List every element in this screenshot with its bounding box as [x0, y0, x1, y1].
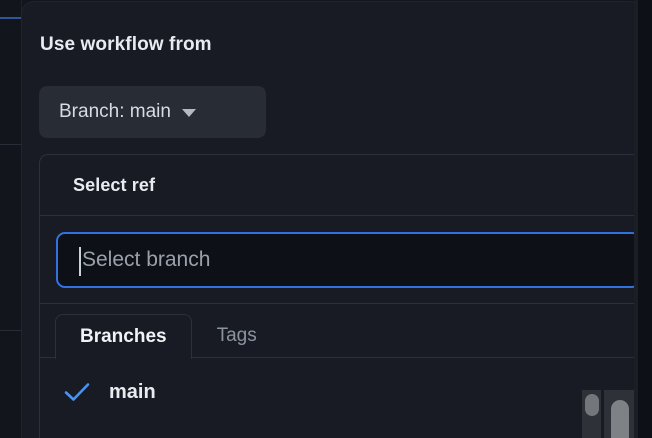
search-input[interactable]: Select branch — [56, 231, 641, 288]
branch-selector-button[interactable]: Branch: main — [39, 86, 266, 138]
list-item-label: main — [109, 380, 156, 403]
page-title: Use workflow from — [40, 34, 212, 55]
tab-tags-label: Tags — [216, 325, 257, 346]
use-workflow-dialog: Use workflow from Branch: main Select re… — [22, 2, 642, 438]
background-rule-1 — [0, 144, 22, 145]
text-caret — [79, 246, 81, 276]
select-ref-title: Select ref — [73, 174, 156, 195]
background-rule-accent — [0, 17, 22, 19]
list-item[interactable]: main — [40, 372, 642, 412]
inner-list-scrollbar-thumb[interactable] — [585, 394, 599, 416]
chevron-down-icon — [181, 109, 196, 117]
viewport-edge — [638, 0, 652, 438]
select-ref-panel: Select ref Select branch Branches Tags — [39, 154, 642, 438]
ref-tablist: Branches Tags — [40, 304, 642, 359]
tab-branches[interactable]: Branches — [55, 314, 192, 359]
select-ref-search-zone: Select branch — [40, 216, 642, 304]
select-ref-header: Select ref — [40, 155, 642, 216]
tab-branches-label: Branches — [80, 325, 167, 347]
background-divider — [21, 0, 22, 438]
inner-list-scrollbar[interactable] — [582, 390, 601, 438]
branch-selector-label: Branch: main — [59, 101, 171, 122]
page-scrollbar-gutter — [634, 0, 638, 438]
search-input-placeholder: Select branch — [82, 248, 211, 271]
branch-list: main — [40, 358, 642, 412]
background-rule-2 — [0, 330, 22, 331]
page-scrollbar[interactable] — [604, 390, 634, 438]
check-icon — [60, 382, 94, 402]
page-scrollbar-thumb[interactable] — [611, 400, 629, 438]
tab-tags[interactable]: Tags — [192, 313, 282, 358]
